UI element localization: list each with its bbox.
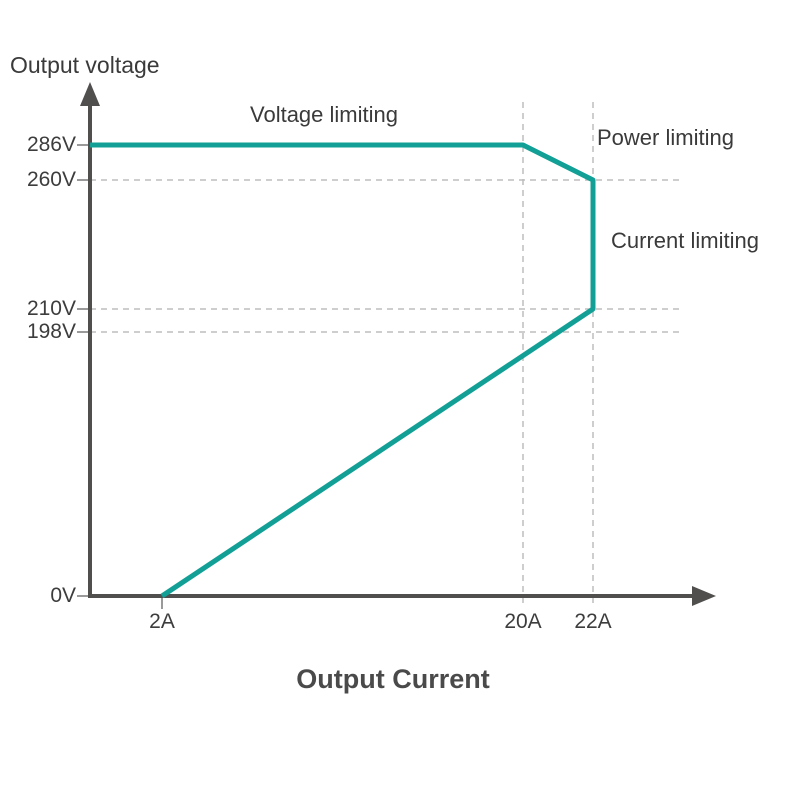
y-axis-title: Output voltage — [10, 52, 160, 78]
series-line — [90, 142, 596, 599]
y-tick-label-198v: 198V — [26, 320, 76, 343]
y-axis-arrowhead-icon — [80, 82, 100, 106]
tick-marks — [77, 144, 163, 609]
annotation-current-limiting: Current limiting — [611, 228, 759, 253]
annotation-power-limiting: Power limiting — [597, 125, 734, 150]
x-axis-arrowhead-icon — [692, 586, 716, 606]
y-tick-label-0v: 0V — [50, 584, 76, 607]
axes — [80, 82, 716, 606]
y-tick-label-210v: 210V — [26, 297, 76, 320]
x-tick-label-22a: 22A — [574, 610, 612, 633]
x-tick-label-20a: 20A — [504, 610, 542, 633]
annotation-voltage-limiting: Voltage limiting — [250, 102, 398, 127]
y-tick-label-286v: 286V — [26, 133, 76, 156]
x-tick-label-2a: 2A — [149, 610, 175, 633]
x-axis-title: Output Current — [296, 664, 490, 694]
y-tick-label-260v: 260V — [26, 168, 76, 191]
